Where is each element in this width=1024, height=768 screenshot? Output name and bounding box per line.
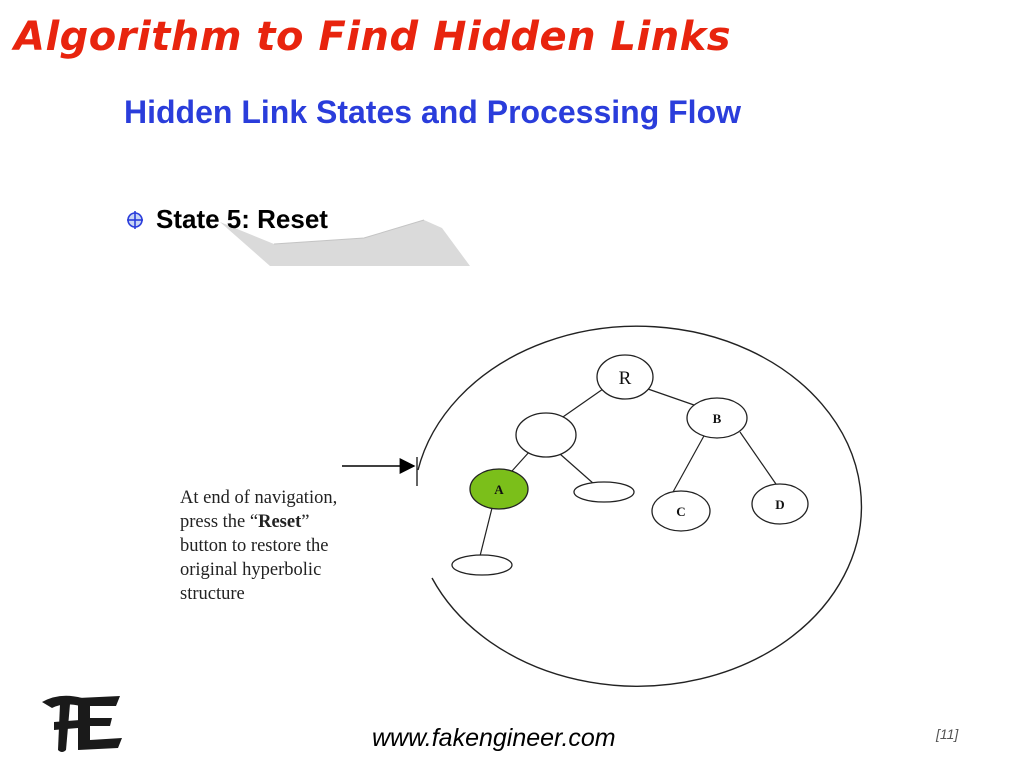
- slide-subtitle: Hidden Link States and Processing Flow: [124, 94, 741, 130]
- diagram-caption: At end of navigation, press the “Reset” …: [180, 486, 410, 606]
- node-b-label: B: [713, 411, 722, 426]
- node-d-label: D: [775, 497, 784, 512]
- caption-reset-word: Reset: [258, 512, 302, 532]
- node-a-label: A: [494, 482, 504, 497]
- footer-url: www.fakengineer.com: [372, 724, 616, 752]
- edge-r-left: [559, 388, 604, 420]
- crosshair-bullet-icon: [127, 210, 143, 229]
- edge-b-c: [672, 433, 706, 493]
- caption-line-2-post: ”: [301, 512, 310, 532]
- node-c: [651, 490, 711, 532]
- decorative-paper-scrap: [220, 219, 470, 266]
- node-r-label: R: [619, 368, 632, 389]
- slide-title: Algorithm to Find Hidden Links: [14, 14, 732, 60]
- fakengineer-logo-icon: [42, 695, 122, 752]
- caption-line-1: At end of navigation,: [180, 488, 338, 508]
- edge-a-bottom: [479, 507, 493, 557]
- edge-left-a: [511, 450, 531, 472]
- bullet-text: State 5: Reset: [156, 204, 328, 234]
- caption-line-4: original hyperbolic: [180, 560, 322, 580]
- bullet-item: State 5: Reset: [124, 204, 328, 235]
- node-small-2: [451, 554, 513, 576]
- edge-b-d: [739, 431, 779, 488]
- node-b: [686, 397, 748, 439]
- page-number: [11]: [936, 726, 959, 742]
- node-d: [751, 483, 809, 525]
- edge-left-small: [559, 453, 595, 485]
- node-small-1: [573, 481, 635, 503]
- node-r: [596, 354, 654, 400]
- caption-line-2-pre: press the “: [180, 512, 259, 532]
- edge-r-b: [647, 388, 695, 406]
- caption-line-5: structure: [180, 584, 245, 604]
- node-c-label: C: [676, 504, 685, 519]
- node-unlabeled: [515, 412, 577, 458]
- node-a: [469, 468, 529, 510]
- caption-line-3: button to restore the: [180, 536, 329, 556]
- boundary-arc: [417, 325, 863, 687]
